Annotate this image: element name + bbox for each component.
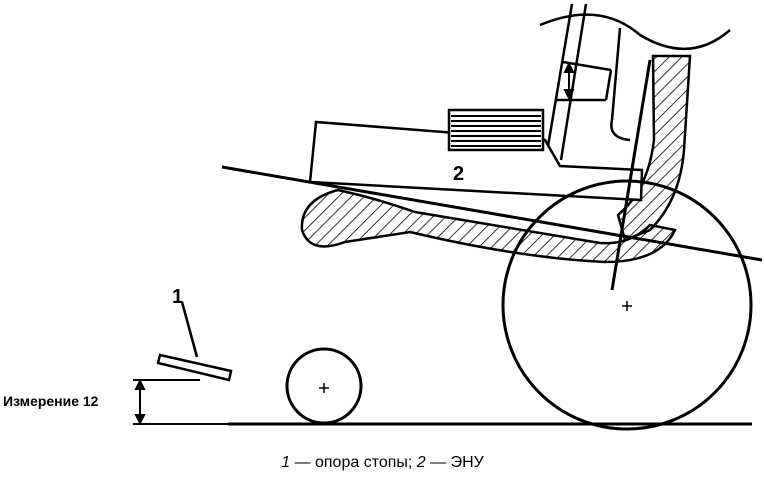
caption-num-1: 1 (281, 454, 291, 471)
backrest-frame (539, 3, 731, 161)
backrest-cushion-hatched (616, 54, 692, 242)
footrest-leader-line (180, 301, 199, 358)
rear-wheel-hub (622, 301, 632, 311)
seat-support-hatched (300, 188, 677, 264)
footrest-plate (156, 353, 233, 382)
figure-caption: 1 — опора стопы; 2 — ЭНУ (0, 454, 765, 472)
control-block (447, 108, 545, 152)
rear-wheel (501, 179, 753, 431)
seat-unit-label: 2 (453, 163, 464, 185)
seat-reference-line (221, 165, 763, 262)
caption-num-2: 2 (416, 454, 426, 471)
backrest-dimension-arrow (563, 61, 575, 101)
footrest-label: 1 (172, 286, 183, 308)
axle-strut (610, 59, 652, 291)
caption-text-2: — ЭНУ (425, 454, 484, 471)
caption-text-1: — опора стопы; (290, 454, 417, 471)
measurement-dimension (133, 378, 228, 426)
measurement-label: Измерение 12 (3, 393, 99, 409)
front-caster-hub (319, 383, 329, 393)
front-caster-wheel (285, 347, 363, 425)
